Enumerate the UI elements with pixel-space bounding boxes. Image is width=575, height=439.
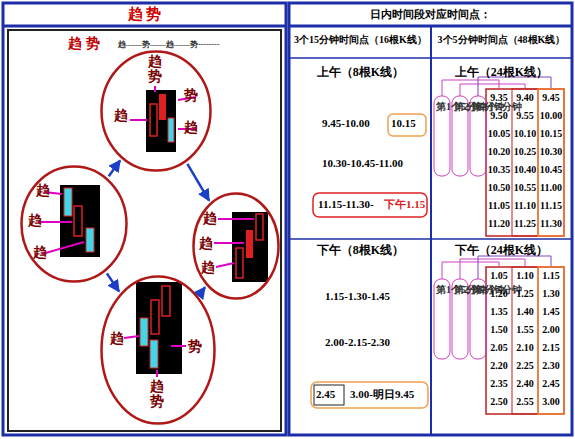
flow-arrow [109, 160, 120, 176]
trend-label: 趋势 [150, 379, 164, 410]
time-cell: 11.10 [512, 200, 538, 212]
time-cell: 2.20 [486, 360, 512, 372]
table-text: 2.00-2.15-2.30 [325, 336, 390, 349]
trend-label: 趋 [36, 183, 50, 199]
table-text: 3.00-明日9.45 [350, 388, 414, 401]
panel-title: 趋 势 [3, 6, 286, 23]
time-cell: 9.55 [512, 110, 538, 122]
time-cell: 10.50 [486, 182, 512, 194]
time-cell: 1.05 [486, 270, 512, 282]
panel-title: 趋——势——趋——势-------- [118, 40, 219, 49]
table-text: 10.30-10.45-11.00 [322, 157, 403, 170]
time-cell: 2.10 [512, 342, 538, 354]
time-cell: 9.50 [486, 110, 512, 122]
table-text: 3个5分钟时间点（48根K线） [432, 34, 571, 46]
time-cell: 11.30 [538, 218, 564, 230]
time-cell: 1.25 [512, 288, 538, 300]
time-cell: 10.40 [512, 164, 538, 176]
time-cell: 10.15 [538, 128, 564, 140]
time-cell: 9.45 [538, 92, 564, 104]
time-cell: 2.55 [512, 396, 538, 408]
time-cell: 1.50 [486, 324, 512, 336]
flow-arrow [200, 287, 205, 294]
time-cell: 2.50 [486, 396, 512, 408]
table-text: 9.45-10.00 [322, 117, 370, 130]
table-text: 10.15 [391, 117, 416, 130]
time-cell: 10.00 [538, 110, 564, 122]
time-cell: 10.10 [512, 128, 538, 140]
trend-label: 趋势 [148, 54, 162, 85]
time-cell: 2.35 [486, 378, 512, 390]
time-cell: 9.40 [512, 92, 538, 104]
table-text: 上午（24根K线） [432, 66, 571, 80]
column-tag: 第3个5分钟 [472, 101, 482, 113]
time-cell: 11.20 [486, 218, 512, 230]
time-cell: 10.20 [486, 146, 512, 158]
trend-circle: 趋势趋势趋 [100, 50, 212, 172]
time-cell: 3.00 [538, 396, 564, 408]
time-cell: 2.00 [538, 324, 564, 336]
panel-box: 趋 势趋 势趋——势——趋——势--------趋势趋势趋趋趋趋趋趋趋趋势趋势 [3, 3, 286, 435]
trend-circle: 趋趋趋 [20, 165, 128, 283]
table-text: 下午（24根K线） [432, 244, 571, 258]
trend-label: 势 [188, 339, 202, 355]
table-text: 下午1.15 [384, 198, 425, 211]
panel-title: 趋 势 [68, 36, 100, 52]
time-cell: 1.20 [486, 288, 512, 300]
time-cell: 1.15 [538, 270, 564, 282]
table-text: 11.15-11.30- [318, 198, 374, 211]
table-text: 上午（8根K线） [291, 66, 430, 80]
table-text: 2.45 [316, 388, 335, 401]
column-tag: 第3个5分钟 [472, 284, 482, 296]
time-cell: 1.10 [512, 270, 538, 282]
time-cell: 1.35 [486, 306, 512, 318]
time-cell: 1.55 [512, 324, 538, 336]
panel-title: 日内时间段对应时间点： [289, 8, 572, 21]
time-cell: 11.15 [538, 200, 564, 212]
trend-label: 趋 [28, 213, 42, 229]
time-cell: 10.05 [486, 128, 512, 140]
column-tag: 第2个5分钟 [454, 284, 464, 296]
trend-label: 势 [184, 88, 198, 104]
time-cell: 10.55 [512, 182, 538, 194]
time-cell: 11.05 [486, 200, 512, 212]
trend-label: 趋 [199, 236, 213, 252]
column-tag: 第1个5分钟 [436, 101, 446, 113]
column-tag: 第2个5分钟 [454, 101, 464, 113]
trend-label: 趋 [184, 120, 198, 136]
trend-label: 趋 [114, 108, 128, 124]
table-text: 1.15-1.30-1.45 [325, 290, 390, 303]
trend-label: 趋 [110, 331, 124, 347]
time-cell: 10.25 [512, 146, 538, 158]
column-tag: 第1个5分钟 [436, 284, 446, 296]
time-cell: 9.35 [486, 92, 512, 104]
trend-label: 趋 [33, 245, 47, 261]
time-cell: 1.45 [538, 306, 564, 318]
panel-frame: 趋 势趋——势——趋——势--------趋势趋势趋趋趋趋趋趋趋趋势趋势 [8, 30, 281, 431]
trend-label: 趋 [201, 260, 215, 276]
time-cell: 10.30 [538, 146, 564, 158]
time-cell: 2.15 [538, 342, 564, 354]
time-cell: 11.25 [512, 218, 538, 230]
time-cell: 2.40 [512, 378, 538, 390]
time-cell: 1.30 [538, 288, 564, 300]
flow-arrow [187, 164, 209, 201]
time-cell: 2.05 [486, 342, 512, 354]
time-cell: 1.40 [512, 306, 538, 318]
trend-circle: 趋趋趋 [192, 192, 280, 300]
table-text: 下午（8根K线） [291, 244, 430, 258]
flow-arrow [107, 273, 119, 291]
time-cell: 2.25 [512, 360, 538, 372]
table-text: 3个15分钟时间点（16根K线） [291, 34, 430, 46]
time-cell: 11.00 [538, 182, 564, 194]
trend-circle: 趋势趋势 [100, 275, 216, 425]
time-cell: 10.45 [538, 164, 564, 176]
time-cell: 2.30 [538, 360, 564, 372]
trend-label: 趋 [203, 211, 217, 227]
time-cell: 2.45 [538, 378, 564, 390]
time-cell: 10.35 [486, 164, 512, 176]
